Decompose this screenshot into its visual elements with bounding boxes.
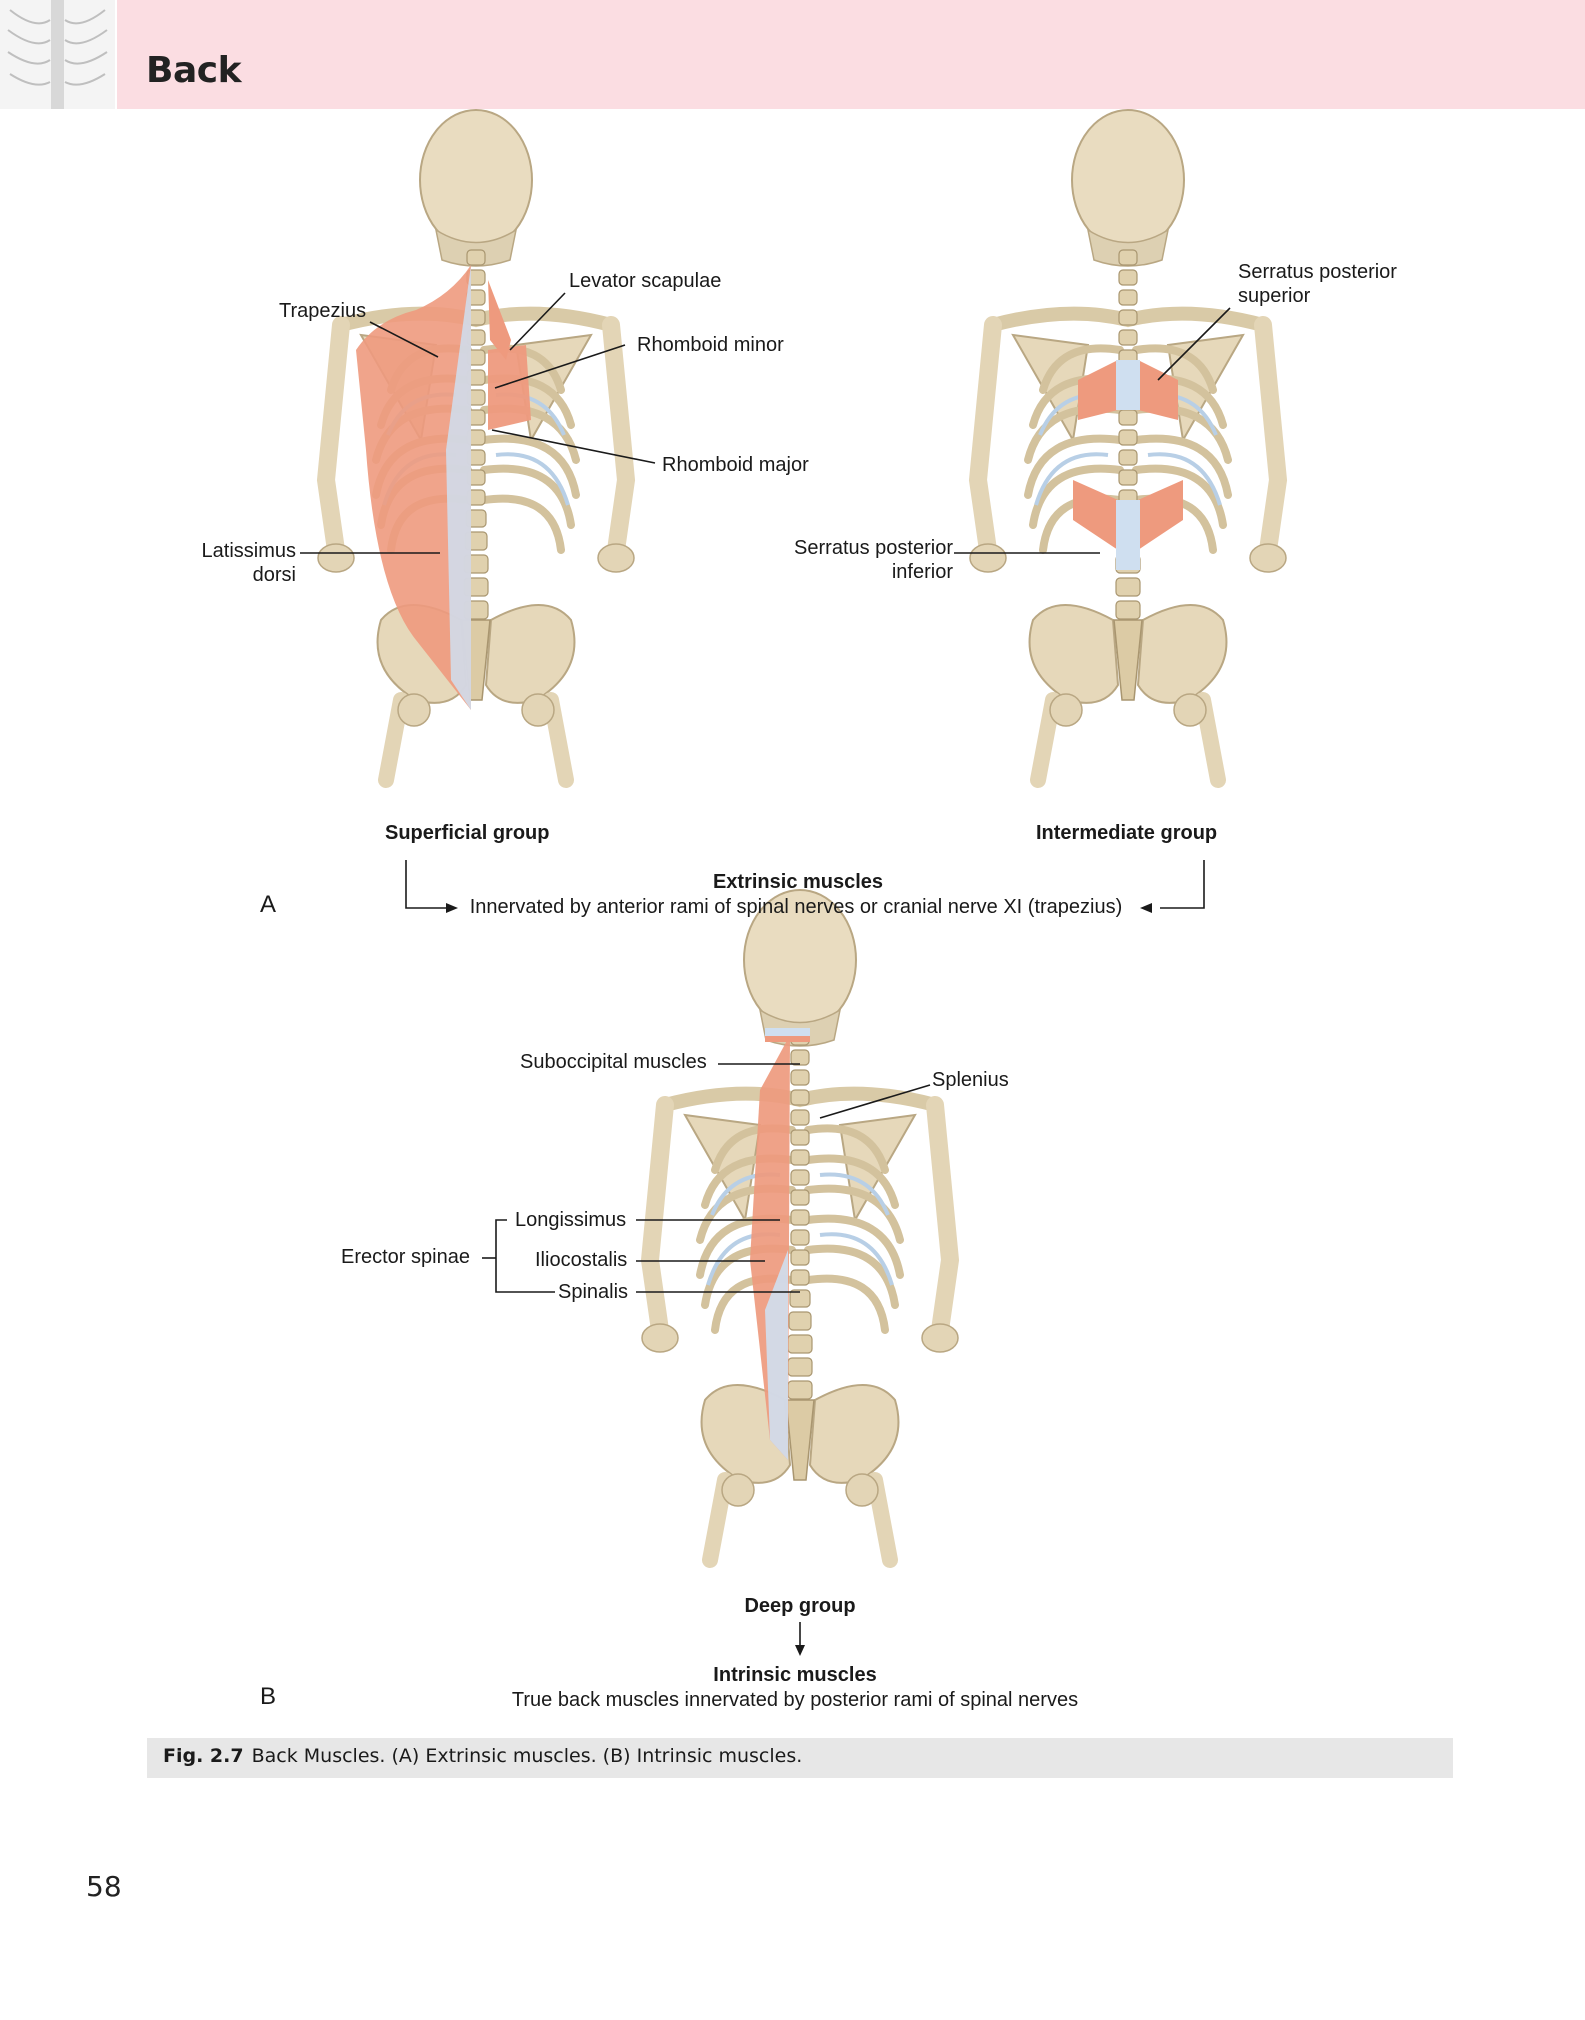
label-suboccipital-muscles: Suboccipital muscles bbox=[520, 1051, 707, 1073]
header-thumbnail bbox=[0, 0, 115, 109]
superficial-figure bbox=[318, 110, 634, 780]
label-trapezius: Trapezius bbox=[279, 300, 367, 322]
label-splenius: Splenius bbox=[932, 1069, 1009, 1091]
caption-text: Back Muscles. (A) Extrinsic muscles. (B)… bbox=[251, 1745, 803, 1767]
label-erector-spinae: Erector spinae bbox=[341, 1246, 470, 1268]
label-iliocostalis: Iliocostalis bbox=[535, 1249, 628, 1271]
figure-number: Fig. 2.7 bbox=[163, 1745, 244, 1767]
label-serratus-posterior-superior: Serratus posterior superior bbox=[1238, 261, 1397, 307]
deep-figure bbox=[642, 890, 958, 1560]
figure-caption: Fig. 2.7 Back Muscles. (A) Extrinsic musc… bbox=[163, 1745, 802, 1767]
leader-lines bbox=[300, 292, 1231, 1648]
intermediate-figure bbox=[970, 110, 1286, 780]
label-rhomboid-minor: Rhomboid minor bbox=[637, 334, 784, 356]
intermediate-group-label: Intermediate group bbox=[1036, 822, 1218, 844]
extrinsic-description: Innervated by anterior rami of spinal ne… bbox=[469, 896, 1123, 918]
extrinsic-title: Extrinsic muscles bbox=[712, 871, 884, 893]
arrowheads bbox=[446, 903, 1152, 1656]
deep-group-label: Deep group bbox=[744, 1595, 856, 1617]
label-levator-scapulae: Levator scapulae bbox=[569, 270, 722, 292]
header-band bbox=[117, 0, 1585, 109]
caption-band bbox=[147, 1738, 1453, 1778]
label-longissimus: Longissimus bbox=[515, 1209, 627, 1231]
panel-label-b: B bbox=[260, 1683, 277, 1710]
label-rhomboid-major: Rhomboid major bbox=[662, 454, 809, 476]
section-title: Back bbox=[146, 50, 242, 91]
intrinsic-title: Intrinsic muscles bbox=[713, 1664, 877, 1686]
label-serratus-posterior-inferior: Serratus posterior inferior bbox=[794, 537, 953, 583]
spine-thumbnail-icon bbox=[7, 0, 108, 109]
label-spinalis: Spinalis bbox=[558, 1281, 629, 1303]
label-latissimus-dorsi: Latissimus dorsi bbox=[201, 540, 296, 586]
panel-label-a: A bbox=[260, 891, 277, 918]
intrinsic-description: True back muscles innervated by posterio… bbox=[511, 1689, 1079, 1711]
page-number: 58 bbox=[86, 1870, 122, 1903]
superficial-group-label: Superficial group bbox=[385, 822, 550, 844]
